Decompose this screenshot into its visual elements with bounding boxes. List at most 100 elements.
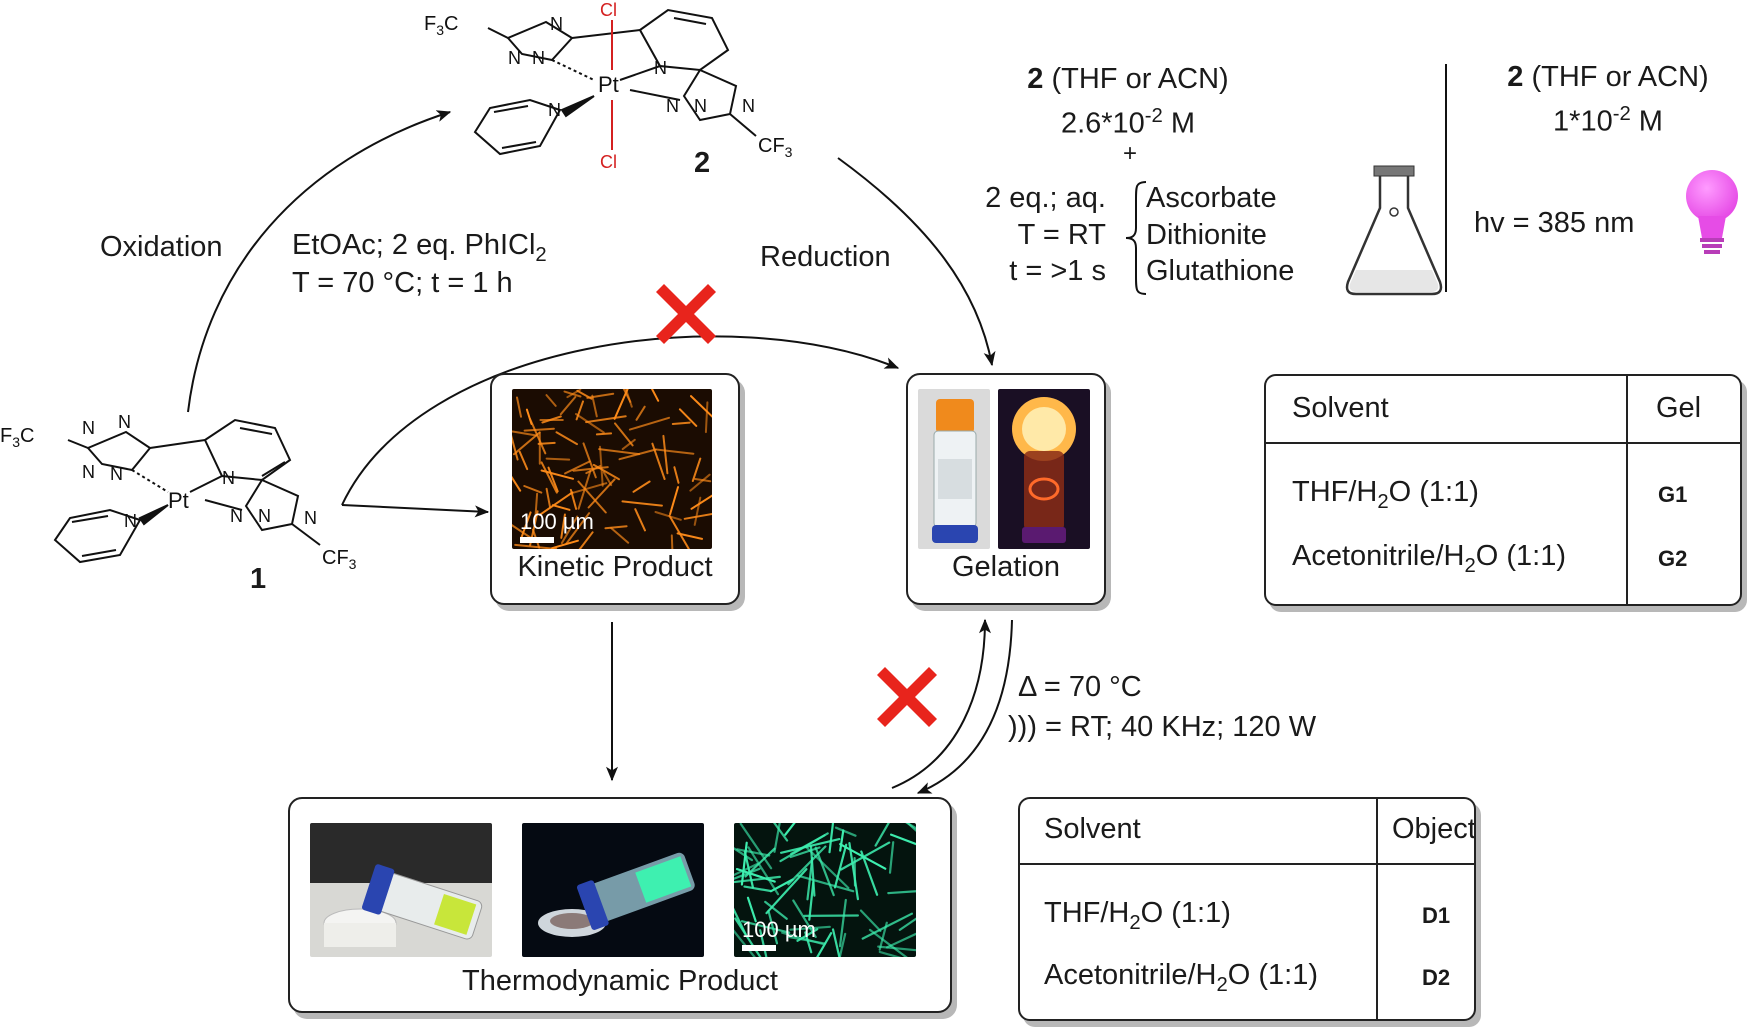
fiber bbox=[545, 394, 557, 407]
fiber bbox=[833, 843, 848, 889]
fiber bbox=[577, 480, 607, 514]
gel-row-1-solvent: THF/H2O (1:1) bbox=[1292, 476, 1479, 513]
fiber bbox=[734, 862, 759, 877]
fiber bbox=[673, 466, 680, 484]
object-table-header-solvent: Solvent bbox=[1044, 813, 1141, 845]
fiber bbox=[690, 395, 712, 418]
blocked-cross-bottom bbox=[877, 667, 937, 727]
fiber bbox=[613, 389, 629, 420]
fiber bbox=[678, 408, 698, 427]
fiber bbox=[670, 534, 674, 549]
thermo-scale-bar: 100 µm bbox=[742, 917, 816, 951]
fiber bbox=[796, 874, 855, 893]
fiber bbox=[621, 438, 636, 451]
fiber bbox=[759, 929, 768, 957]
fiber bbox=[534, 492, 539, 524]
light-bulb-icon bbox=[1686, 170, 1738, 254]
svg-text:N: N bbox=[258, 506, 271, 526]
fiber bbox=[559, 396, 577, 416]
fiber bbox=[537, 441, 556, 445]
cf3-1-right: CF3 bbox=[322, 547, 357, 572]
fiber bbox=[520, 511, 532, 539]
fiber bbox=[809, 845, 816, 897]
svg-text:N: N bbox=[82, 462, 95, 482]
fiber bbox=[585, 415, 627, 424]
compound-2-label: 2 bbox=[694, 147, 711, 179]
reagent-glutathione: Glutathione bbox=[1146, 255, 1295, 287]
fiber bbox=[545, 457, 571, 461]
delta-label: Δ = 70 °C bbox=[1018, 671, 1142, 703]
fiber bbox=[765, 868, 808, 915]
compound-1-label: 1 bbox=[250, 563, 267, 595]
blocked-direct-arrow bbox=[341, 335, 900, 506]
fiber bbox=[540, 469, 574, 480]
kinetic-arrow bbox=[341, 504, 490, 518]
fiber bbox=[779, 832, 829, 863]
pt-2: Pt bbox=[598, 72, 619, 97]
fiber bbox=[887, 890, 916, 895]
fiber bbox=[651, 442, 666, 480]
fiber bbox=[878, 950, 902, 957]
thermo-caption: Thermodynamic Product bbox=[462, 965, 778, 997]
reagent-dithionite: Dithionite bbox=[1146, 219, 1267, 251]
cl-bottom: Cl bbox=[600, 152, 617, 172]
oxidation-conditions-2: T = 70 °C; t = 1 h bbox=[292, 267, 513, 299]
fiber bbox=[838, 932, 847, 957]
fiber bbox=[555, 431, 578, 446]
fiber bbox=[654, 511, 682, 521]
fiber bbox=[624, 389, 633, 408]
flask-icon bbox=[1345, 165, 1443, 296]
oxidation-conditions-1: EtOAc; 2 eq. PhICl2 bbox=[292, 229, 547, 266]
fiber bbox=[547, 466, 559, 493]
fiber bbox=[676, 532, 703, 540]
svg-text:N: N bbox=[550, 14, 563, 34]
fiber bbox=[734, 917, 762, 957]
cf3-2-right: CF3 bbox=[758, 135, 793, 160]
fiber bbox=[839, 843, 887, 870]
fiber bbox=[693, 496, 702, 526]
fiber bbox=[591, 394, 598, 418]
fiber bbox=[860, 850, 879, 896]
gel-vial-uv-photo bbox=[998, 389, 1090, 549]
cond-time: t = >1 s bbox=[1009, 255, 1106, 287]
reduction-label: Reduction bbox=[760, 241, 891, 273]
thermo-vial-photo bbox=[310, 823, 492, 957]
gelation-box: Gelation bbox=[906, 373, 1106, 605]
fiber bbox=[560, 515, 579, 544]
gel-vial-photo bbox=[918, 389, 990, 549]
fiber bbox=[604, 525, 628, 530]
fiber bbox=[789, 846, 821, 859]
thermo-micrograph bbox=[734, 823, 916, 957]
cl-top: Cl bbox=[600, 0, 617, 20]
object-table-header-object: Object bbox=[1392, 813, 1476, 845]
fiber bbox=[586, 392, 615, 399]
gel-table: Solvent Gel THF/H2O (1:1) G1 Acetonitril… bbox=[1264, 374, 1742, 606]
fiber bbox=[514, 543, 558, 549]
fiber bbox=[816, 932, 833, 957]
fiber bbox=[523, 485, 543, 494]
blocked-cross-top bbox=[656, 284, 716, 344]
fiber bbox=[764, 900, 788, 920]
fiber bbox=[595, 432, 613, 436]
svg-text:N: N bbox=[222, 468, 235, 488]
fiber bbox=[563, 390, 582, 398]
fiber bbox=[540, 461, 558, 494]
fiber bbox=[669, 486, 679, 516]
fiber bbox=[885, 932, 916, 949]
fiber bbox=[859, 909, 882, 933]
fiber bbox=[690, 494, 712, 510]
thermodynamic-product-box: 100 µm Thermodynamic Product bbox=[288, 797, 952, 1013]
fiber bbox=[877, 945, 916, 952]
fiber bbox=[814, 846, 835, 897]
reduction-line-1: 2 (THF or ACN) bbox=[1027, 63, 1229, 95]
hv-label: hv = 385 nm bbox=[1474, 207, 1635, 239]
gel-row-1-code: G1 bbox=[1658, 482, 1688, 507]
svg-text:N: N bbox=[304, 508, 317, 528]
fiber bbox=[565, 512, 591, 545]
fiber bbox=[788, 935, 827, 945]
svg-text:N: N bbox=[654, 58, 667, 78]
object-row-1-solvent: THF/H2O (1:1) bbox=[1044, 897, 1231, 934]
fiber bbox=[743, 885, 772, 893]
fiber bbox=[635, 405, 646, 421]
object-row-1-code: D1 bbox=[1422, 903, 1451, 928]
